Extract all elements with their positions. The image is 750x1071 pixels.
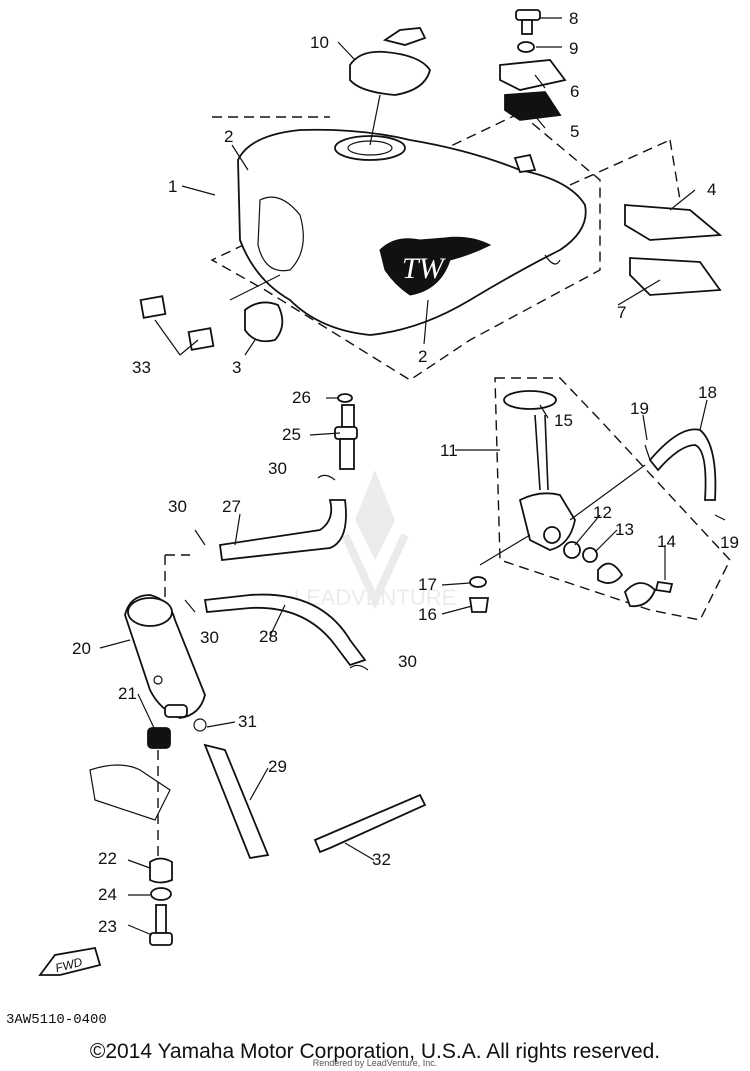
copyright-notice: ©2014 Yamaha Motor Corporation, U.S.A. A… xyxy=(89,1040,661,1063)
bracket-6 xyxy=(499,59,567,91)
leader-3 xyxy=(229,274,281,301)
washer-24 xyxy=(150,887,172,901)
clip-19 xyxy=(644,444,726,521)
clip-30d xyxy=(349,664,369,671)
callout-30d: 30 xyxy=(398,652,417,671)
fuel-cock-group-boundary xyxy=(494,377,731,621)
callout-24: 24 xyxy=(98,885,117,904)
callout-30a: 30 xyxy=(168,497,187,516)
callout-18: 18 xyxy=(698,383,717,402)
oring-26 xyxy=(337,393,353,403)
callout-16: 16 xyxy=(418,605,437,624)
leadventure-watermark: LEADVENTURE xyxy=(294,470,457,610)
callout-2b: 2 xyxy=(418,347,427,366)
leader-19 xyxy=(569,464,646,521)
fuel-tank: TW xyxy=(237,128,587,336)
clip-30a xyxy=(317,474,336,481)
hose-29 xyxy=(203,743,270,860)
callout-30b: 30 xyxy=(268,459,287,478)
callout-labels: 1 2 2 3 4 5 6 7 8 9 10 11 12 13 14 15 16… xyxy=(72,9,739,936)
callout-11: 11 xyxy=(440,441,458,460)
fuel-cap xyxy=(349,27,431,146)
callout-9: 9 xyxy=(569,39,578,58)
frame-bracket xyxy=(89,764,171,821)
callout-30c: 30 xyxy=(200,628,219,647)
leader-hoses xyxy=(164,554,190,600)
emblem-33b xyxy=(187,327,215,351)
hose-28 xyxy=(203,593,367,667)
leader-lines xyxy=(99,17,708,936)
callout-32: 32 xyxy=(372,850,391,869)
callout-31: 31 xyxy=(238,712,257,731)
hose-18 xyxy=(648,428,717,501)
callout-12: 12 xyxy=(593,503,612,522)
callout-6: 6 xyxy=(570,82,579,101)
rendered-by-note: Rendered by LeadVenture, Inc. xyxy=(312,1058,438,1068)
callout-14: 14 xyxy=(657,532,676,551)
washer-9 xyxy=(517,41,535,53)
damper-3 xyxy=(244,301,284,343)
callout-22: 22 xyxy=(98,849,117,868)
callout-19b: 19 xyxy=(720,533,739,552)
callout-21: 21 xyxy=(118,684,137,703)
callout-23: 23 xyxy=(98,917,117,936)
callout-1: 1 xyxy=(168,177,177,196)
callout-33: 33 xyxy=(132,358,151,377)
damper-5 xyxy=(504,91,562,121)
leader-4 xyxy=(569,139,681,201)
callout-29: 29 xyxy=(268,757,287,776)
fuel-cock xyxy=(468,390,674,613)
callout-28: 28 xyxy=(259,627,278,646)
tank-mount xyxy=(513,153,537,173)
vent-valve-25 xyxy=(334,404,358,470)
fwd-arrow: FWD xyxy=(38,946,102,976)
grommet-21 xyxy=(147,727,171,749)
callout-17: 17 xyxy=(418,575,437,594)
callout-19a: 19 xyxy=(630,399,649,418)
damper-7 xyxy=(629,257,722,296)
callout-10: 10 xyxy=(310,33,329,52)
collar-22 xyxy=(149,857,173,884)
callout-5: 5 xyxy=(570,122,579,141)
callout-4: 4 xyxy=(707,180,716,199)
bracket-4 xyxy=(624,204,723,241)
clip-30b xyxy=(194,529,206,546)
tank-logo: TW xyxy=(402,252,447,285)
fwd-label: FWD xyxy=(54,955,84,976)
callout-15: 15 xyxy=(554,411,573,430)
callout-25: 25 xyxy=(282,425,301,444)
callout-26: 26 xyxy=(292,388,311,407)
hose-27 xyxy=(218,499,347,561)
bolt-8 xyxy=(515,9,541,35)
clip-31 xyxy=(193,718,207,732)
emblem-33a xyxy=(139,295,167,319)
callout-2a: 2 xyxy=(224,127,233,146)
clip-30c xyxy=(184,599,196,613)
watermark-text: LEADVENTURE xyxy=(294,585,457,610)
callout-8: 8 xyxy=(569,9,578,28)
tank-group-boundary xyxy=(210,112,601,381)
bolt-23 xyxy=(149,904,173,946)
callout-3: 3 xyxy=(232,358,241,377)
callout-20: 20 xyxy=(72,639,91,658)
callout-7: 7 xyxy=(617,303,626,322)
callout-27: 27 xyxy=(222,497,241,516)
band-32 xyxy=(313,793,427,854)
canister-20 xyxy=(124,594,206,719)
callout-13: 13 xyxy=(615,520,634,539)
document-code: 3AW5110-0400 xyxy=(6,1012,107,1028)
